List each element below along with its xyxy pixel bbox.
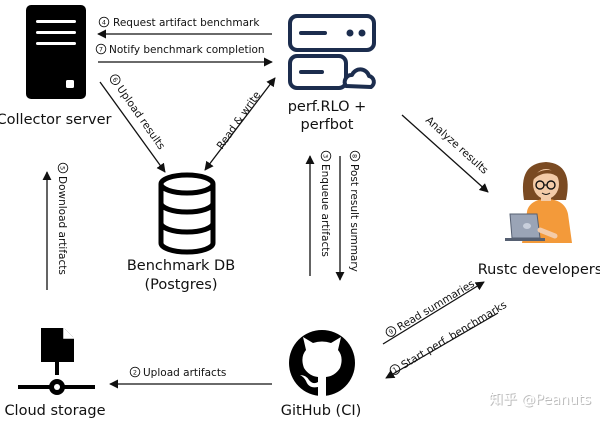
edge-6-label-group: 6 Upload results [110,74,167,152]
edge-1-label-group: 1 Start perf. benchmarks [389,299,509,375]
developer-illustration [505,162,572,243]
edge-7-step-circle [95,43,107,55]
edge-7-step-number: 7 [99,45,103,53]
edge-1-step-number: 1 [391,365,399,374]
edge-6-label: Upload results [114,83,167,152]
benchmark-db-label-line1: Benchmark DB [127,258,235,274]
edge-6-arrow [99,81,166,173]
edge-2-step-number: 2 [133,368,137,376]
edge-4-step-circle [98,16,110,28]
edge-analyze-label-group: Analyze results [423,114,490,176]
edge-read-write-label: Read & write [215,89,264,151]
edge-7-label: Notify benchmark completion [109,44,265,56]
edge-3-label: Enqueue artifacts [319,164,331,257]
cloud-storage-icon [18,328,95,395]
edge-9-step-number: 9 [387,327,395,336]
edge-analyze-label: Analyze results [423,114,490,176]
edge-5-label: Download artifacts [56,176,68,275]
edge-2-label: Upload artifacts [143,367,226,379]
edge-4-label: Request artifact benchmark [113,17,260,29]
edge-8-step-number: 8 [351,154,359,158]
benchmark-db-label-line2: (Postgres) [145,277,218,293]
cloud-storage-label: Cloud storage [4,403,105,419]
perf-rlo-icon [288,14,376,90]
perf-rlo-label-line1: perf.RLO + [288,99,367,115]
rustc-developers-label: Rustc developers [478,262,600,278]
edge-5-label-group: 5 Download artifacts [56,162,69,275]
edge-read-write-arrow [204,77,276,171]
database-icon [158,172,216,255]
github-icon [289,330,355,396]
edge-2-step-circle [129,366,141,378]
github-ci-label: GitHub (CI) [281,403,362,419]
watermark-shadow: 知乎 @Peanuts [490,392,592,409]
server-icon [26,5,86,99]
edge-read-write-label-group: Read & write [215,89,264,151]
edge-5-step-number: 5 [59,166,67,170]
edge-6-step-number: 6 [111,76,120,84]
perf-rlo-label-line2: perfbot [301,117,354,133]
edge-3-label-group: 3 Enqueue artifacts [319,150,332,257]
edge-8-label-group: 8 Post result summary [348,150,361,272]
edge-analyze-arrow [401,114,489,193]
edge-4-step-number: 4 [102,18,106,26]
collector-server-label: Collector server [0,112,112,128]
edge-8-label: Post result summary [348,164,360,272]
edge-1-arrow [385,312,499,379]
edge-9-arrow [382,281,485,345]
edge-3-step-number: 3 [322,154,330,158]
watermark: 知乎 @Peanuts [489,391,591,408]
